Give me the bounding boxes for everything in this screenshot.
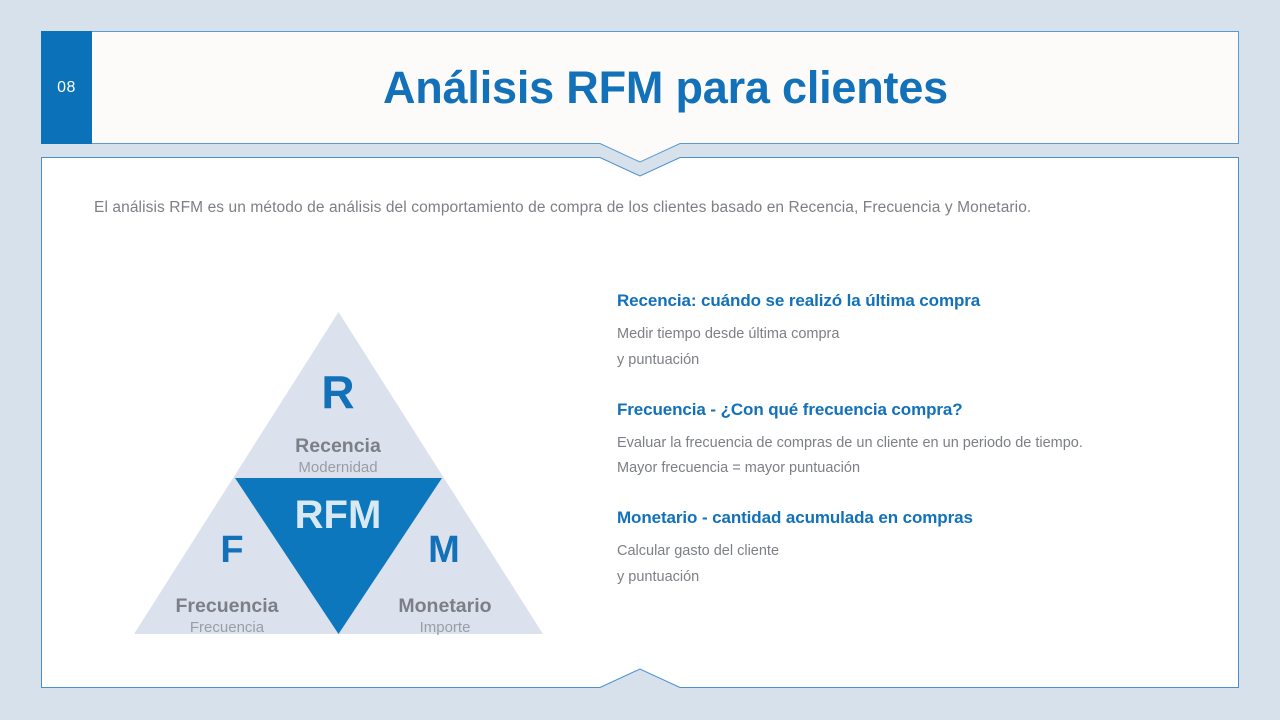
page-title-text: Análisis RFM para clientes xyxy=(383,61,948,113)
segment-label-frecuencia: Frecuencia xyxy=(176,595,279,617)
segment-letter-f: F xyxy=(220,529,243,571)
intro-text: El análisis RFM es un método de análisis… xyxy=(94,199,1032,216)
intro-paragraph: El análisis RFM es un método de análisis… xyxy=(94,199,1204,217)
segment-sublabel-frecuencia: Frecuencia xyxy=(190,619,265,636)
point-monetario-title: Monetario - cantidad acumulada en compra… xyxy=(617,508,973,528)
rfm-triangle-diagram: R Recencia Modernidad RFM F Frecuencia F… xyxy=(126,300,551,645)
inner-triangle-shape xyxy=(235,478,442,634)
outer-triangle-shape xyxy=(134,312,543,634)
point-recencia: Recencia: cuándo se realizó la última co… xyxy=(617,291,1217,374)
page-title: Análisis RFM para clientes xyxy=(92,31,1239,144)
slide-body: El análisis RFM es un método de análisis… xyxy=(41,157,1239,688)
segment-label-monetario: Monetario xyxy=(398,595,491,617)
segment-sublabel-recencia: Modernidad xyxy=(298,459,377,476)
point-frecuencia: Frecuencia - ¿Con qué frecuencia compra?… xyxy=(617,400,1217,483)
slide-number-badge: 08 xyxy=(41,31,92,144)
header-panel-path xyxy=(41,31,1239,163)
point-recencia-body: Medir tiempo desde última compra y puntu… xyxy=(617,326,840,368)
point-monetario: Monetario - cantidad acumulada en compra… xyxy=(617,508,1217,591)
segment-label-recencia: Recencia xyxy=(295,435,381,457)
header-panel-shape xyxy=(41,31,1239,163)
point-frecuencia-title: Frecuencia - ¿Con qué frecuencia compra? xyxy=(617,399,963,419)
segment-sublabel-monetario: Importe xyxy=(420,619,471,636)
rfm-points-list: Recencia: cuándo se realizó la última co… xyxy=(617,291,1217,591)
point-monetario-body: Calcular gasto del cliente y puntuación xyxy=(617,543,780,585)
diagram-center-label: RFM xyxy=(295,493,382,537)
point-recencia-title: Recencia: cuándo se realizó la última co… xyxy=(617,291,981,310)
slide-number-text: 08 xyxy=(57,78,76,96)
slide-header: 08 Análisis RFM para clientes xyxy=(41,31,1239,163)
segment-letter-r: R xyxy=(321,366,354,418)
point-frecuencia-body: Evaluar la frecuencia de compras de un c… xyxy=(617,434,1083,477)
segment-letter-m: M xyxy=(428,529,460,571)
